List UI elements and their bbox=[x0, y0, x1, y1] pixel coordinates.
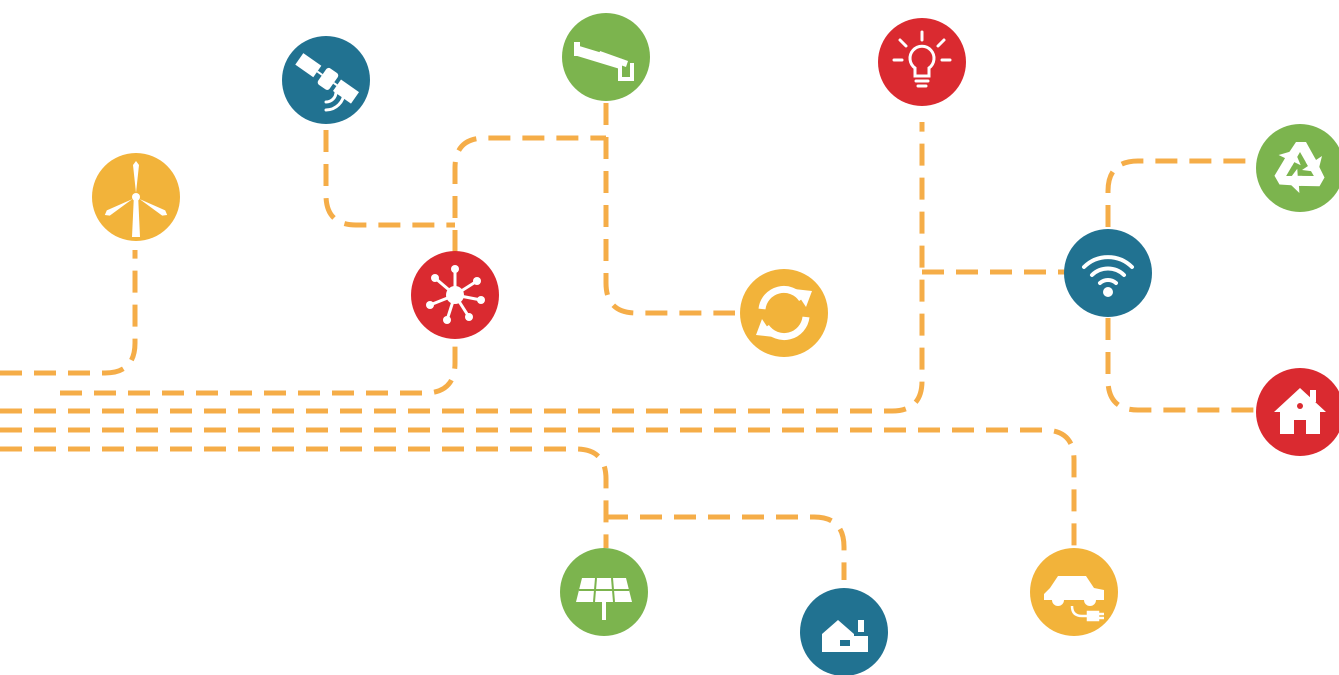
node-wind-turbine bbox=[92, 153, 180, 241]
home-icon bbox=[1274, 388, 1326, 434]
charging-plug-icon bbox=[1070, 605, 1104, 622]
wifi-dot bbox=[1103, 287, 1113, 297]
connector-hub-to-camera bbox=[452, 135, 606, 252]
node-wifi bbox=[1064, 229, 1152, 317]
connector-camera-to-sync bbox=[603, 103, 735, 316]
wind-turbine-icon bbox=[104, 161, 168, 237]
sync-arrowheads bbox=[756, 289, 812, 337]
recycle-icon bbox=[1274, 142, 1325, 194]
connector-left-to-light-bulb bbox=[0, 122, 925, 414]
node-security-camera bbox=[562, 13, 650, 101]
connector-left-to-network-hub bbox=[60, 338, 458, 396]
connector-left-to-electric-car bbox=[0, 427, 1077, 548]
node-sync bbox=[740, 269, 828, 357]
connector-wifi-to-recycle bbox=[1105, 158, 1255, 227]
node-house bbox=[800, 588, 888, 675]
node-recycle bbox=[1256, 124, 1339, 212]
node-solar-panel bbox=[560, 548, 648, 636]
house-icon bbox=[822, 620, 868, 652]
solar-panel-grid bbox=[579, 577, 629, 603]
signal-waves bbox=[324, 90, 346, 112]
node-network-hub bbox=[411, 251, 499, 339]
wifi-icon bbox=[1082, 255, 1134, 285]
connector-solar-to-house bbox=[606, 514, 847, 580]
home-window bbox=[1297, 403, 1303, 409]
node-circle bbox=[1064, 229, 1152, 317]
light-bulb-icon bbox=[892, 30, 952, 88]
connector-left-to-solar-panel bbox=[0, 446, 609, 548]
connector-wifi-to-home bbox=[1105, 318, 1255, 413]
node-home bbox=[1256, 368, 1339, 456]
satellite-icon bbox=[295, 53, 360, 104]
connector-left-to-wind-turbine bbox=[0, 250, 138, 376]
node-electric-car bbox=[1030, 548, 1118, 636]
node-light-bulb bbox=[878, 18, 966, 106]
connector-satellite-to-camera bbox=[323, 130, 455, 228]
network-hub-icon bbox=[426, 265, 485, 324]
node-circle bbox=[1256, 124, 1339, 212]
security-camera-icon bbox=[574, 42, 634, 81]
connector-lines bbox=[0, 103, 1255, 580]
node-circle bbox=[740, 269, 828, 357]
house-window bbox=[840, 640, 850, 646]
electric-car-icon bbox=[1044, 576, 1104, 606]
node-satellite bbox=[282, 36, 370, 124]
